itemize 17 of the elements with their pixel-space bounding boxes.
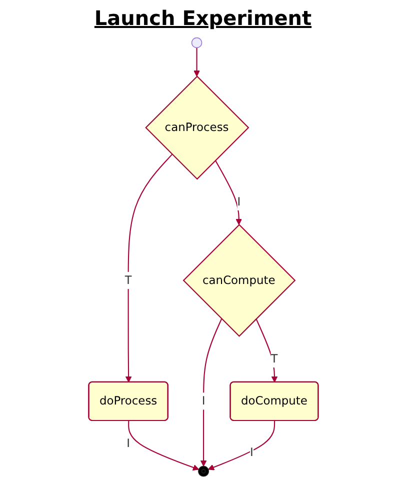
arrow	[128, 420, 199, 470]
node-diamond: canCompute	[182, 224, 296, 337]
arrow	[207, 420, 275, 470]
edge-label: T	[270, 352, 278, 366]
node-circle	[190, 37, 202, 48]
arrow	[200, 318, 222, 467]
node-diamond: canProcess	[144, 76, 249, 180]
arrow	[124, 154, 172, 382]
arrow	[193, 48, 200, 77]
arrow	[214, 160, 242, 225]
arrow	[255, 318, 278, 382]
edge-label: I	[250, 445, 253, 459]
edge-label: I	[201, 394, 205, 408]
edge-label: I	[236, 194, 240, 208]
edge-label: T	[124, 273, 132, 287]
edge-label: I	[126, 436, 130, 450]
diagram-title: Launch Experiment	[93, 6, 313, 30]
